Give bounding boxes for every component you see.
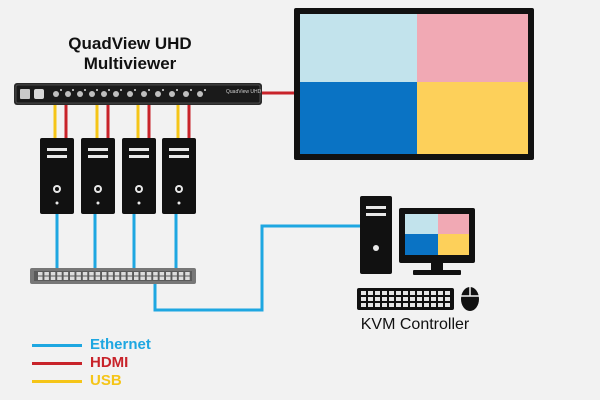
legend-hdmi-swatch (32, 362, 82, 365)
ethernet-cables (55, 212, 365, 312)
computer-tower-icon (40, 138, 74, 214)
rack-knob-icon (53, 91, 59, 97)
computer-tower-icon (81, 138, 115, 214)
rack-knob-icon (101, 91, 107, 97)
rack-knob-icon (65, 91, 71, 97)
keyboard-icon (357, 288, 454, 310)
rack-multiviewer-icon: QuadView UHD (14, 83, 262, 105)
quad-bottom-left (300, 82, 417, 154)
rack-knob-icon (197, 91, 203, 97)
computer-tower-icon (162, 138, 196, 214)
display-monitor-icon (294, 8, 534, 160)
network-switch-icon (30, 268, 196, 284)
title-line-2: Multiviewer (83, 54, 177, 73)
legend-hdmi-label: HDMI (90, 354, 129, 371)
tower-cables (53, 104, 191, 140)
rack-knob-icon (169, 91, 175, 97)
rack-knob-icon (155, 91, 161, 97)
legend-ethernet-label: Ethernet (90, 336, 151, 353)
mouse-icon (461, 287, 479, 311)
legend-ethernet-swatch (32, 344, 82, 347)
quad-bottom-right (417, 82, 528, 154)
legend-usb-label: USB (90, 372, 122, 389)
quad-top-right (417, 14, 528, 82)
kvm-controller-label: KVM Controller (360, 316, 470, 333)
rack-knob-icon (89, 91, 95, 97)
title-line-1: QuadView UHD (68, 34, 192, 53)
rack-knob-icon (113, 91, 119, 97)
legend-usb-swatch (32, 380, 82, 383)
svg-text:QuadView UHD: QuadView UHD (226, 89, 262, 95)
quad-top-left (300, 14, 417, 82)
computer-tower-icon (122, 138, 156, 214)
rack-knob-icon (183, 91, 189, 97)
rack-knob-icon (127, 91, 133, 97)
rack-knob-icon (77, 91, 83, 97)
rack-knob-icon (141, 91, 147, 97)
kvm-workstation (357, 196, 479, 311)
computer-towers (40, 138, 196, 214)
